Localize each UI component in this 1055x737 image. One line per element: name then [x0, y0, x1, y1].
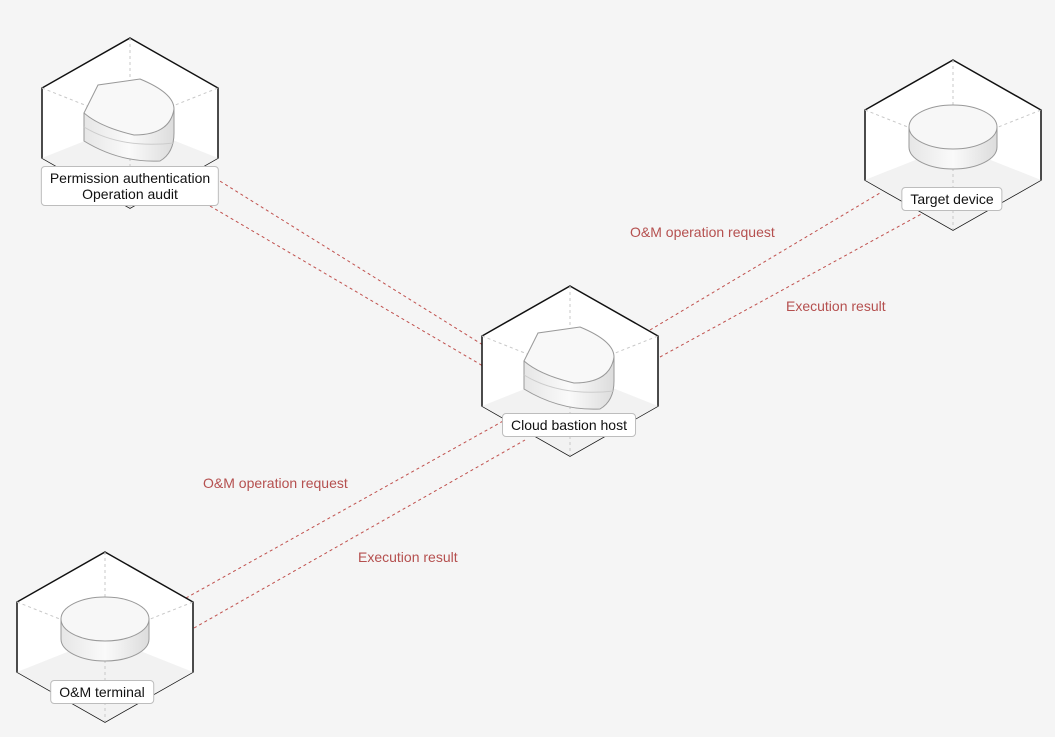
node-label-target: Target device	[901, 187, 1003, 211]
flow-line	[193, 439, 526, 629]
guide-line	[16, 601, 194, 638]
flow-label-upper-result: Execution result	[786, 298, 886, 314]
device-top	[60, 596, 150, 642]
node-terminal	[16, 551, 194, 723]
audit-label-line2: Operation audit	[82, 186, 178, 202]
guide-line	[41, 87, 219, 124]
audit-label-line1: Permission authentication	[49, 170, 211, 186]
device-top	[523, 326, 615, 384]
flow-line	[649, 192, 881, 331]
flow-line	[214, 177, 484, 346]
flow-label-lower-result: Execution result	[358, 549, 458, 565]
node-audit	[41, 37, 219, 209]
guide-line	[864, 109, 1042, 146]
flow-label-lower-request: O&M operation request	[203, 475, 348, 491]
device-top	[83, 78, 175, 136]
node-label-terminal: O&M terminal	[50, 680, 154, 704]
device-seam	[83, 126, 175, 145]
flow-line	[185, 419, 506, 599]
node-label-bastion: Cloud bastion host	[502, 413, 636, 437]
device-seam	[523, 374, 615, 393]
guide-line	[481, 335, 659, 372]
node-label-audit: Permission authentication Operation audi…	[40, 166, 220, 206]
device-top	[908, 104, 998, 150]
flow-line	[209, 205, 484, 367]
flow-line	[659, 211, 926, 358]
flow-label-upper-request: O&M operation request	[630, 224, 775, 240]
